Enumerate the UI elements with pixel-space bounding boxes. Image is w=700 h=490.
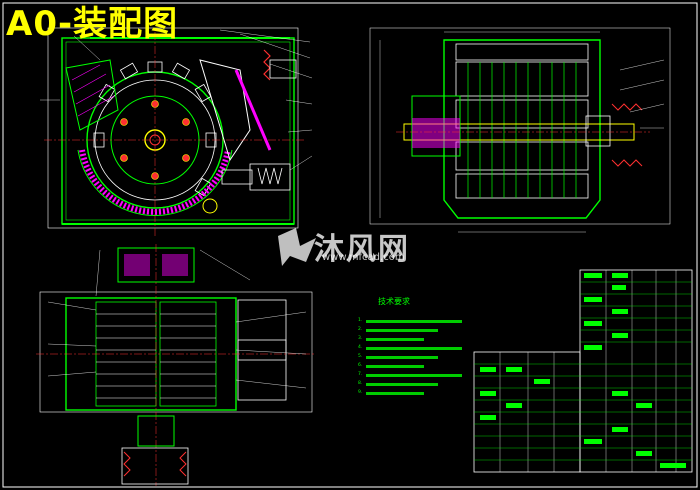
technical-requirement-item: 7.: [358, 372, 363, 377]
watermark-logo: [278, 228, 316, 266]
technical-requirement-item: 8.: [358, 381, 363, 386]
requirement-text-block: [366, 365, 424, 368]
side-section-view: [369, 27, 671, 233]
requirement-text-block: [366, 329, 438, 332]
technical-requirements-title: 技术要求: [378, 297, 410, 306]
requirement-text-block: [366, 347, 462, 350]
requirement-text-block: [366, 356, 438, 359]
front-section-view: [40, 27, 313, 236]
parts-list-table: [473, 269, 693, 473]
technical-requirement-item: 9.: [358, 390, 363, 395]
technical-requirement-item: 3.: [358, 336, 363, 341]
requirement-text-block: [366, 320, 462, 323]
technical-requirement-item: 4.: [358, 345, 363, 350]
requirement-text-block: [366, 392, 424, 395]
requirement-text-block: [366, 338, 424, 341]
requirement-text-block: [366, 374, 462, 377]
watermark-brand: 沐风网: [314, 232, 410, 267]
plan-view: [36, 244, 316, 486]
technical-requirement-item: 6.: [358, 363, 363, 368]
drawing-title: A0-装配图: [6, 4, 179, 44]
technical-requirement-item: 1.: [358, 318, 363, 323]
watermark-url: www.mfcad.com: [322, 252, 405, 263]
technical-requirement-item: 5.: [358, 354, 363, 359]
requirement-text-block: [366, 383, 438, 386]
technical-requirement-item: 2.: [358, 327, 363, 332]
